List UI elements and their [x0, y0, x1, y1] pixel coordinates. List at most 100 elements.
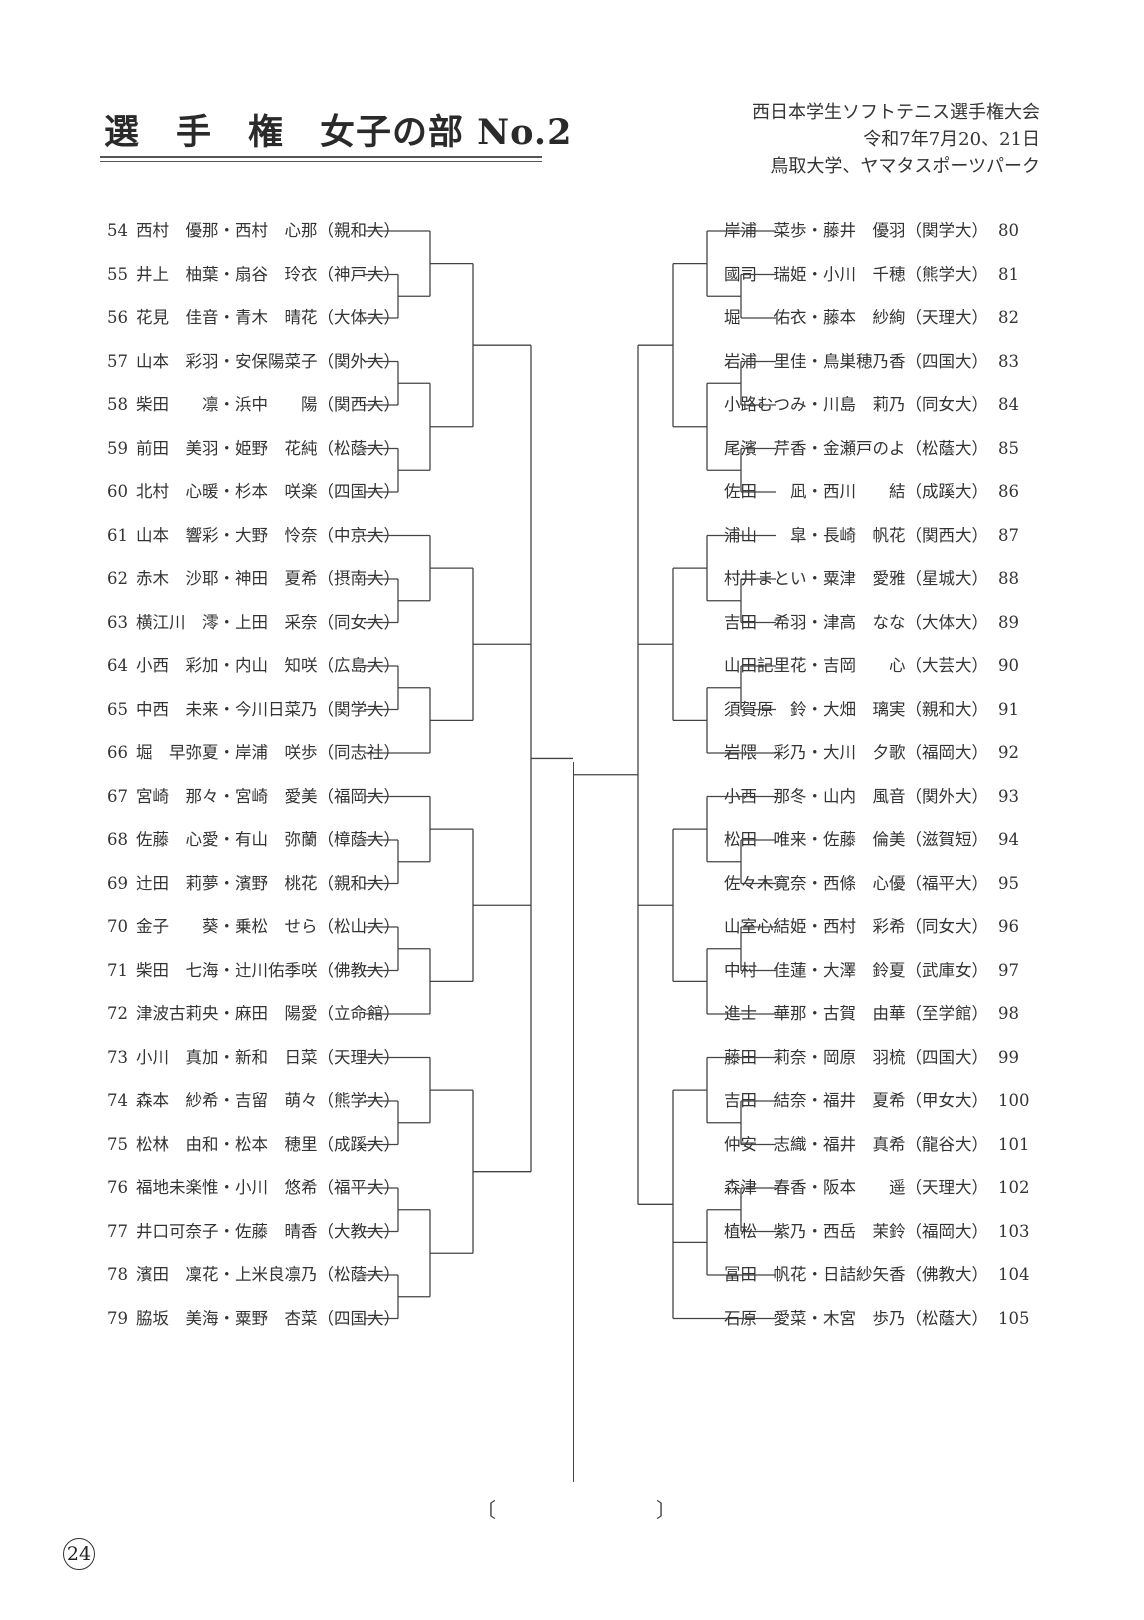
player-pair: 金子 葵・乗松 せら（松山大） — [136, 917, 400, 936]
player-pair: 柴田 七海・辻川佑季咲（佛教大） — [136, 960, 400, 980]
draw-number: 75 — [107, 1134, 128, 1154]
draw-entry-left: 58 柴田 凛・浜中 陽（関西大） — [100, 392, 400, 418]
draw-number: 67 — [107, 786, 128, 806]
draw-entry-right: 岸浦 菜歩・藤井 優羽（関学大） 80 — [724, 218, 1030, 244]
draw-number: 105 — [998, 1308, 1030, 1328]
player-pair: 山本 彩羽・安保陽菜子（関外大） — [136, 351, 400, 371]
player-pair: 宮崎 那々・宮崎 愛美（福岡大） — [136, 786, 400, 806]
draw-number: 97 — [998, 960, 1019, 980]
player-pair: 辻田 莉夢・濱野 桃花（親和大） — [136, 873, 400, 893]
player-pair: 浦山 皐・長崎 帆花（関西大） — [724, 525, 988, 545]
draw-entry-right: 國司 瑞姫・小川 千穂（熊学大）81 — [724, 262, 1030, 288]
player-pair: 脇坂 美海・粟野 杏菜（四国大） — [136, 1308, 400, 1328]
player-pair: 山室心結姫・西村 彩希（同女大） — [724, 917, 988, 936]
player-pair: 藤田 莉奈・岡原 羽梳（四国大） — [724, 1047, 988, 1067]
player-pair: 津波古莉央・麻田 陽愛（立命館） — [136, 1004, 400, 1023]
page-number: 24 — [63, 1538, 95, 1570]
draw-number: 60 — [107, 482, 128, 501]
player-pair: 井口可奈子・佐藤 晴香（大教大） — [136, 1221, 400, 1241]
draw-number: 62 — [107, 569, 128, 588]
draw-number: 103 — [998, 1221, 1030, 1241]
draw-number: 104 — [998, 1265, 1030, 1284]
player-pair: 花見 佳音・青木 晴花（大体大） — [136, 308, 400, 327]
draw-number: 56 — [107, 308, 128, 327]
draw-entry-right: 岩隈 彩乃・大川 夕歌（福岡大） 92 — [724, 740, 1030, 766]
event-info: 西日本学生ソフトテニス選手権大会 令和7年7月20、21日 鳥取大学、ヤマタスポ… — [752, 99, 1040, 180]
draw-number: 55 — [107, 264, 128, 284]
draw-number: 89 — [998, 612, 1019, 632]
draw-number: 82 — [998, 308, 1019, 327]
player-pair: 福地未楽惟・小川 悠希（福平大） — [136, 1178, 400, 1197]
player-pair: 山本 響彩・大野 怜奈（中京大） — [136, 525, 400, 545]
title-rule — [100, 156, 542, 158]
player-pair: 森津 春香・阪本 遥（天理大） — [724, 1178, 988, 1197]
draw-number: 93 — [998, 786, 1019, 806]
page-title: 選 手 権 女子の部 No.2 — [104, 112, 573, 153]
player-pair: 植松 紫乃・西岳 茉鈴（福岡大） — [724, 1221, 988, 1241]
event-venue: 鳥取大学、ヤマタスポーツパーク — [770, 156, 1040, 177]
player-pair: 濱田 凜花・上米良凛乃（松蔭大） — [136, 1265, 400, 1284]
player-pair: 仲安 志織・福井 真希（龍谷大） — [724, 1134, 988, 1154]
draw-number: 99 — [998, 1047, 1019, 1067]
draw-number: 58 — [107, 395, 128, 414]
draw-number: 94 — [998, 830, 1019, 849]
player-pair: 佐々木寛奈・西條 心優（福平大） — [724, 873, 988, 893]
draw-entry-right: 松田 唯来・佐藤 倫美（滋賀短）94 — [724, 827, 1030, 853]
draw-number: 92 — [998, 743, 1019, 762]
draw-number: 88 — [998, 569, 1019, 588]
player-pair: 西村 優那・西村 心那（親和大） — [136, 221, 400, 240]
player-pair: 佐藤 心愛・有山 弥蘭（樟蔭大） — [136, 830, 400, 849]
draw-number: 73 — [107, 1047, 128, 1067]
draw-number: 74 — [107, 1091, 128, 1110]
draw-number: 79 — [107, 1308, 128, 1328]
player-pair: 岸浦 菜歩・藤井 優羽（関学大） — [724, 221, 988, 240]
draw-number: 81 — [998, 264, 1019, 284]
draw-number: 101 — [998, 1134, 1030, 1154]
player-pair: 中村 佳蓮・大澤 鈴夏（武庫女） — [724, 960, 988, 980]
player-pair: 中西 未来・今川日菜乃（関学大） — [136, 699, 400, 719]
draw-entry-left: 68 佐藤 心愛・有山 弥蘭（樟蔭大） — [100, 827, 400, 853]
note-bracket-open: 〔 — [476, 1498, 496, 1522]
player-pair: 堀 佑衣・藤本 紗絢（天理大） — [724, 308, 988, 327]
draw-entry-right: 浦山 皐・長崎 帆花（関西大）87 — [724, 523, 1030, 549]
player-pair: 柴田 凛・浜中 陽（関西大） — [136, 395, 400, 414]
draw-number: 85 — [998, 438, 1019, 458]
player-pair: 小西 那冬・山内 風音（関外大） — [724, 786, 988, 806]
player-pair: 井上 柚葉・扇谷 玲衣（神戸大） — [136, 264, 400, 284]
draw-number: 96 — [998, 917, 1019, 936]
draw-entry-right: 須賀原 鈴・大畑 璃実（親和大）91 — [724, 697, 1030, 723]
draw-number: 98 — [998, 1004, 1019, 1023]
draw-number: 80 — [998, 221, 1019, 240]
player-pair: 小西 彩加・内山 知咲（広島大） — [136, 656, 400, 675]
draw-entry-right: 岩浦 里佳・鳥巣穂乃香（四国大）83 — [724, 349, 1030, 375]
player-pair: 岩隈 彩乃・大川 夕歌（福岡大） — [724, 743, 988, 762]
player-pair: 尾濱 芹香・金瀬戸のよ（松蔭大） — [724, 438, 988, 458]
draw-entry-right: 尾濱 芹香・金瀬戸のよ（松蔭大） 85 — [724, 436, 1030, 462]
player-pair: 横江川 澪・上田 采奈（同女大） — [136, 612, 400, 632]
draw-entry-right: 山室心結姫・西村 彩希（同女大） 96 — [724, 914, 1030, 940]
draw-number: 57 — [107, 351, 128, 371]
draw-entry-left: 76 福地未楽惟・小川 悠希（福平大） — [100, 1175, 400, 1201]
draw-entry-right: 山田記里花・吉岡 心（大芸大）90 — [724, 653, 1030, 679]
draw-entry-right: 堀 佑衣・藤本 紗絢（天理大） 82 — [724, 305, 1030, 331]
draw-entry-right: 吉田 希羽・津高 なな（大体大） 89 — [724, 610, 1030, 636]
draw-number: 76 — [107, 1178, 128, 1197]
player-pair: 北村 心暖・杉本 咲楽（四国大） — [136, 482, 400, 501]
draw-entry-right: 進士 華那・古賀 由華（至学館）98 — [724, 1001, 1030, 1027]
player-pair: 森本 紗希・吉留 萌々（熊学大） — [136, 1091, 400, 1110]
player-pair: 吉田 希羽・津高 なな（大体大） — [724, 612, 988, 632]
player-pair: 須賀原 鈴・大畑 璃実（親和大） — [724, 699, 988, 719]
player-pair: 小路むつみ・川島 莉乃（同女大） — [724, 395, 988, 414]
draw-number: 68 — [107, 830, 128, 849]
draw-number: 90 — [998, 656, 1019, 675]
note-bracket-close: 〕 — [656, 1498, 676, 1522]
draw-number: 84 — [998, 395, 1019, 414]
